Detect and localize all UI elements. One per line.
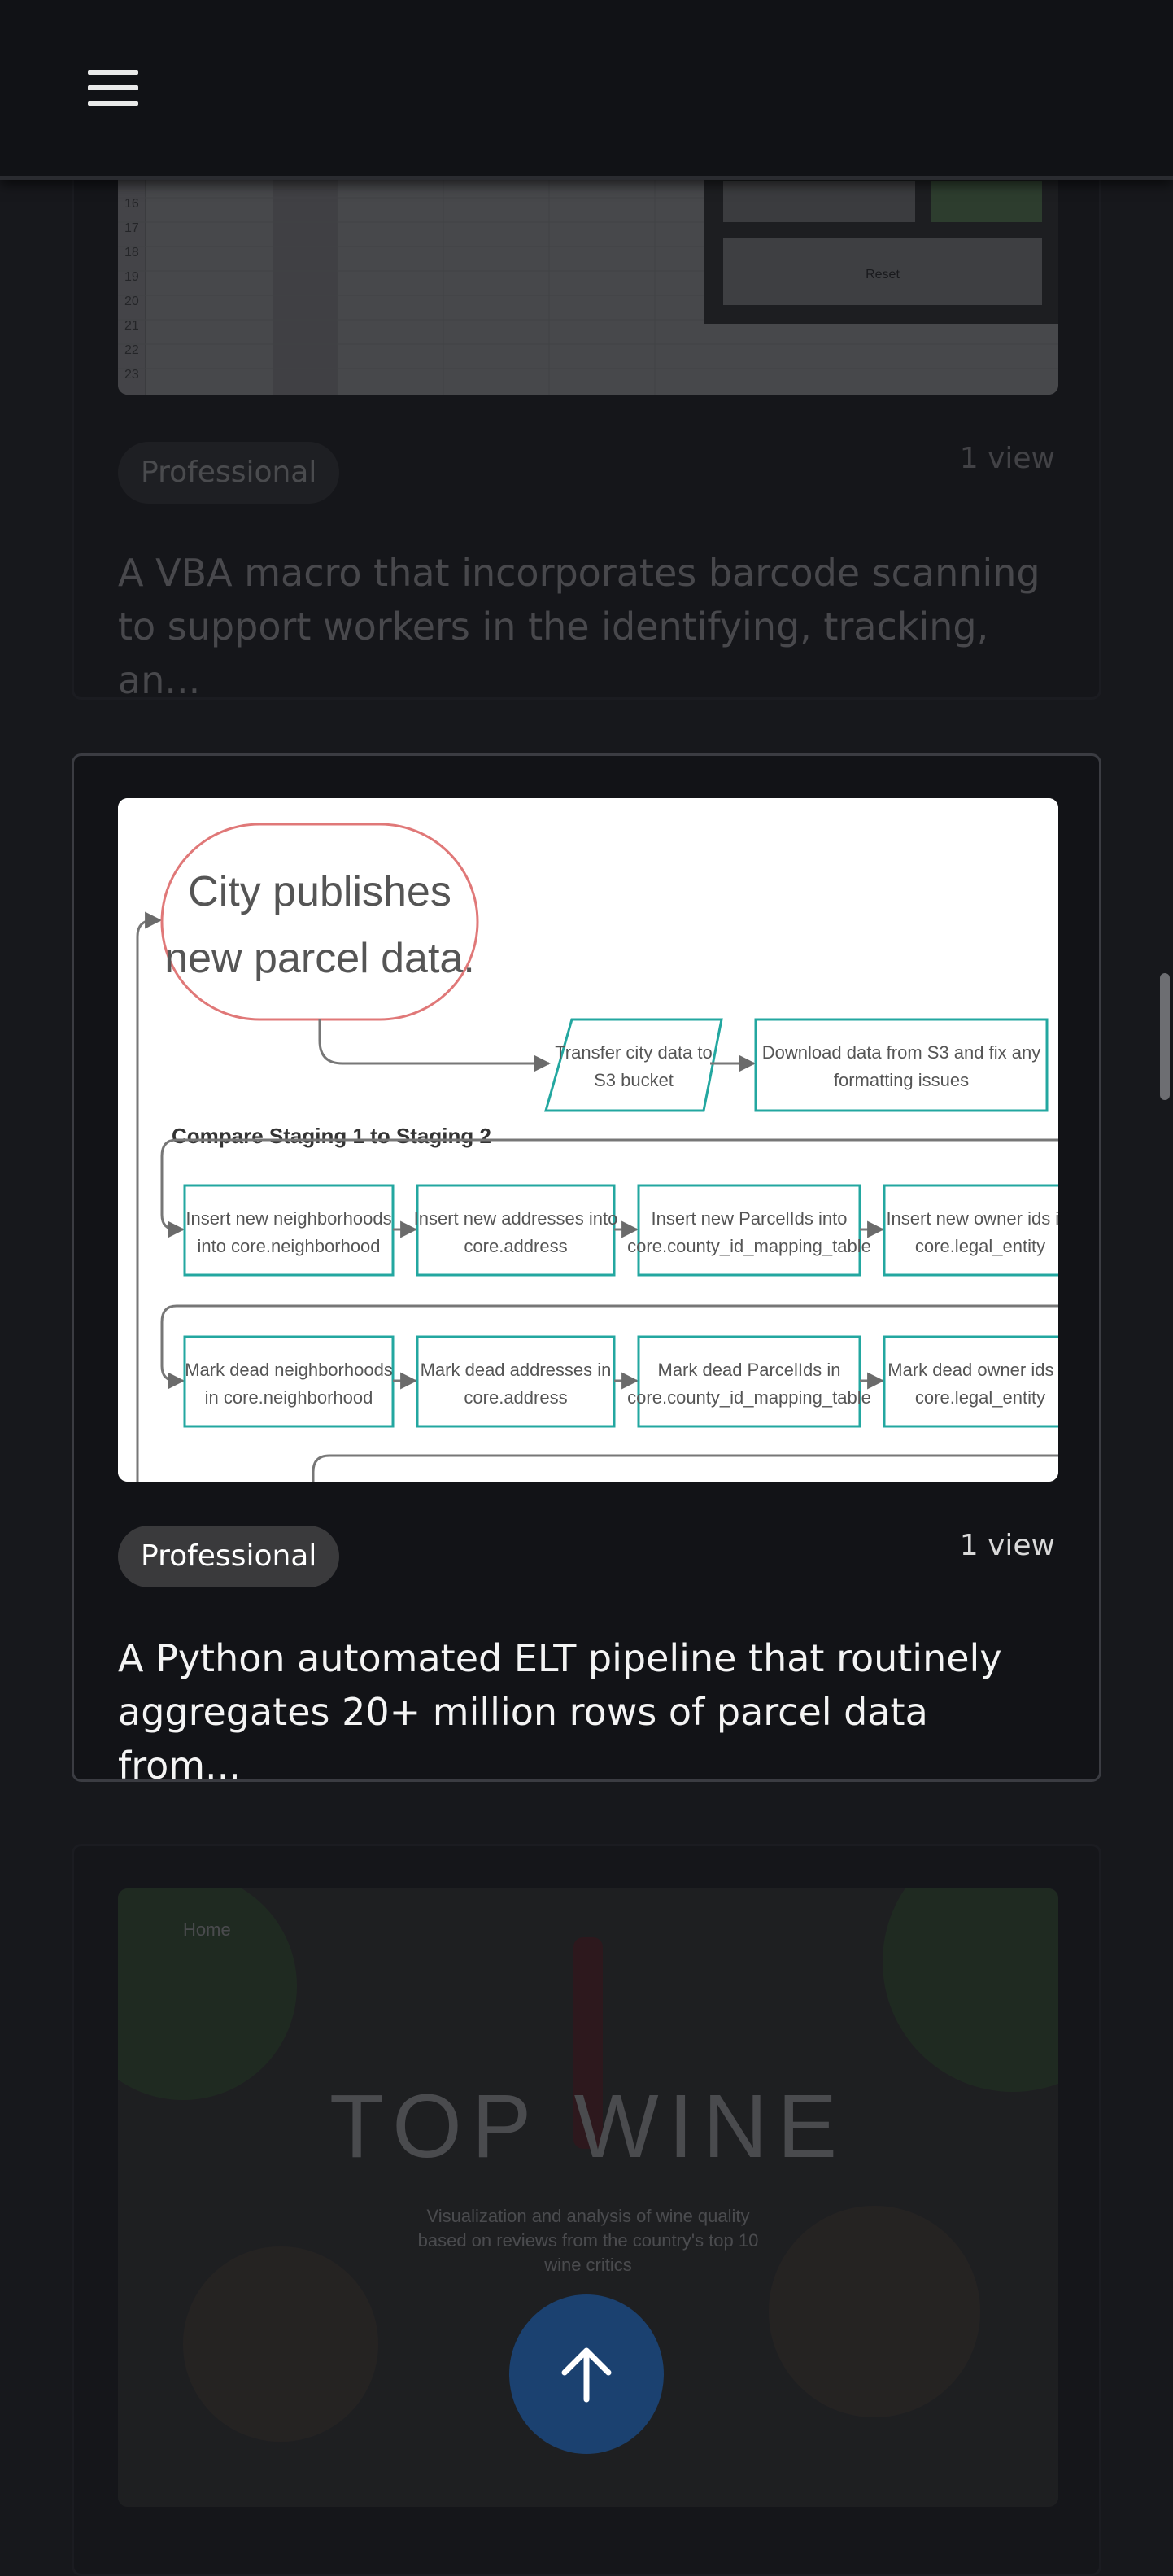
start-node bbox=[160, 823, 479, 1021]
svg-text:core.legal_entity: core.legal_entity bbox=[915, 1236, 1045, 1256]
transfer-line-2: S3 bucket bbox=[594, 1070, 674, 1090]
project-card-top-wine[interactable]: Home TOP WINE Visualization and analysis… bbox=[72, 1844, 1101, 2576]
back-to-top-button[interactable] bbox=[509, 2294, 664, 2454]
svg-text:into core.neighborhood: into core.neighborhood bbox=[197, 1236, 380, 1256]
mark-dead-owner-ids-node bbox=[883, 1335, 1058, 1428]
project-thumbnail-wine: Home TOP WINE Visualization and analysis… bbox=[118, 1888, 1058, 2507]
insert-owner-ids-node bbox=[883, 1184, 1058, 1277]
svg-text:wine critics: wine critics bbox=[543, 2255, 632, 2275]
svg-text:Insert new neighborhoods: Insert new neighborhoods bbox=[185, 1208, 391, 1229]
row-number: 20 bbox=[124, 295, 139, 308]
svg-text:Mark dead ParcelIds in: Mark dead ParcelIds in bbox=[658, 1360, 841, 1380]
row-number: 18 bbox=[124, 246, 139, 260]
hamburger-menu-icon[interactable] bbox=[81, 63, 146, 112]
svg-text:Mark dead owner ids in: Mark dead owner ids in bbox=[887, 1360, 1058, 1380]
start-node-line-1: City publishes bbox=[188, 868, 451, 915]
download-node bbox=[754, 1018, 1049, 1112]
mark-dead-parcelids-node bbox=[637, 1335, 861, 1428]
view-count: 1 view bbox=[959, 442, 1055, 475]
svg-text:core.county_id_mapping_table: core.county_id_mapping_table bbox=[627, 1236, 871, 1256]
mark-dead-neighborhoods-node bbox=[183, 1335, 395, 1428]
row-number: 16 bbox=[124, 197, 139, 211]
svg-text:Mark dead neighborhoods: Mark dead neighborhoods bbox=[185, 1360, 393, 1380]
transfer-line-1: Transfer city data to bbox=[555, 1042, 713, 1063]
row-number: 22 bbox=[124, 343, 139, 357]
category-badge: Professional bbox=[118, 1526, 340, 1587]
reset-button-label: Reset bbox=[866, 268, 900, 282]
download-line-2: formatting issues bbox=[834, 1070, 969, 1090]
row-number: 17 bbox=[124, 221, 139, 235]
project-description: A Python automated ELT pipeline that rou… bbox=[118, 1636, 1002, 1788]
arrow-up-icon bbox=[561, 2347, 612, 2403]
view-count: 1 view bbox=[959, 1529, 1055, 1562]
svg-text:core.legal_entity: core.legal_entity bbox=[915, 1387, 1045, 1408]
insert-parcelids-node bbox=[637, 1184, 861, 1277]
project-card-elt-pipeline[interactable]: City publishes new parcel data. Transfer… bbox=[72, 753, 1101, 1788]
svg-text:Visualization and analysis of: Visualization and analysis of wine quali… bbox=[426, 2206, 749, 2226]
start-node-line-2: new parcel data. bbox=[164, 935, 475, 982]
elt-flow-diagram: City publishes new parcel data. Transfer… bbox=[118, 798, 1058, 1482]
svg-text:core.county_id_mapping_table: core.county_id_mapping_table bbox=[627, 1387, 871, 1408]
svg-text:Insert new owner ids int: Insert new owner ids int bbox=[886, 1208, 1058, 1229]
insert-neighborhoods-node bbox=[183, 1184, 395, 1277]
row-number: 23 bbox=[124, 368, 139, 382]
top-navigation-bar bbox=[0, 0, 1173, 180]
nav-home-link: Home bbox=[183, 1919, 231, 1940]
insert-addresses-node bbox=[416, 1184, 616, 1277]
wine-title: TOP WINE bbox=[329, 2076, 847, 2177]
svg-text:core.address: core.address bbox=[464, 1236, 567, 1256]
row-number: 21 bbox=[124, 319, 139, 333]
svg-text:core.address: core.address bbox=[464, 1387, 567, 1408]
download-line-1: Download data from S3 and fix any bbox=[762, 1042, 1040, 1063]
scrollbar-thumb[interactable] bbox=[1160, 973, 1170, 1100]
mark-dead-addresses-node bbox=[416, 1335, 616, 1428]
transfer-node bbox=[544, 1018, 723, 1112]
svg-text:based on reviews from the coun: based on reviews from the country's top … bbox=[418, 2230, 759, 2251]
project-card-vba-barcode[interactable]: 16 17 18 19 20 21 22 23 Reset Profession… bbox=[72, 98, 1101, 702]
category-badge: Professional bbox=[118, 442, 340, 504]
compare-label: Compare Staging 1 to Staging 2 bbox=[172, 1124, 491, 1148]
project-thumbnail-diagram: City publishes new parcel data. Transfer… bbox=[118, 798, 1058, 1482]
svg-text:Mark dead addresses in: Mark dead addresses in bbox=[421, 1360, 612, 1380]
project-description: A VBA macro that incorporates barcode sc… bbox=[118, 551, 1040, 702]
svg-text:Insert new addresses into: Insert new addresses into bbox=[414, 1208, 618, 1229]
svg-text:Insert new ParcelIds into: Insert new ParcelIds into bbox=[652, 1208, 848, 1229]
svg-text:in core.neighborhood: in core.neighborhood bbox=[205, 1387, 373, 1408]
row-number: 19 bbox=[124, 270, 139, 284]
